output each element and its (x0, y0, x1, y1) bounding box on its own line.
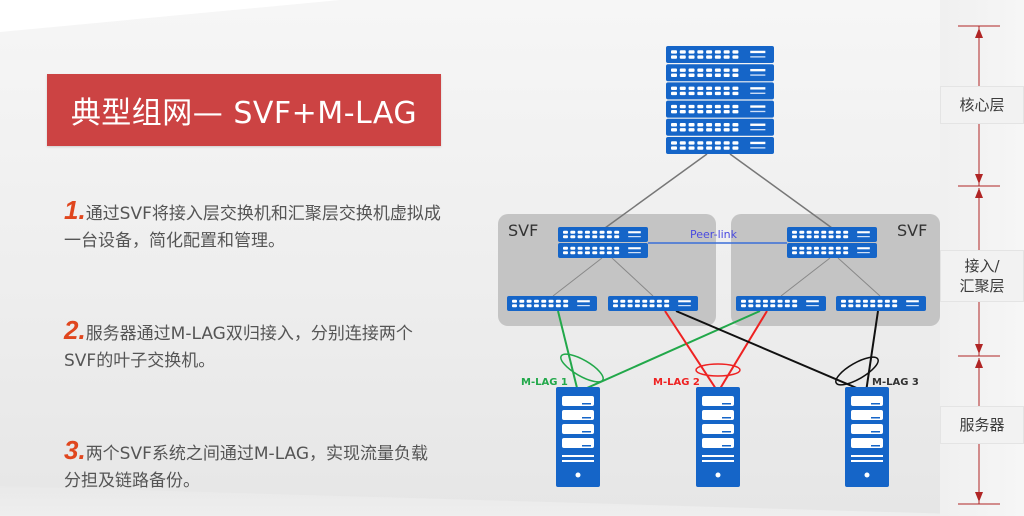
point-2: 2.服务器通过M-LAG双归接入，分别连接两个SVF的叶子交换机。 (64, 317, 444, 375)
point-number: 3. (64, 435, 86, 465)
core-link-left (604, 153, 708, 229)
point-number: 1. (64, 195, 86, 225)
page-title: 典型组网— SVF+M-LAG (70, 96, 418, 131)
layer-server-text: 服务器 (959, 416, 1005, 434)
svf-left-label: SVF (508, 221, 538, 240)
core-switch-unit (666, 46, 774, 63)
mlag3-ring (835, 356, 879, 386)
server-3 (845, 387, 889, 487)
mlag3-label: M-LAG 3 (872, 377, 919, 388)
title-banner: 典型组网— SVF+M-LAG (47, 74, 441, 146)
point-text: 通过SVF将接入层交换机和汇聚层交换机虚拟成一台设备，简化配置和管理。 (64, 204, 441, 251)
mlag2-ring (695, 363, 741, 377)
layer-access-text-1: 接入/ (964, 257, 1000, 275)
core-switch-unit (666, 137, 774, 154)
mlag1-link-a (557, 310, 579, 393)
point-3: 3.两个SVF系统之间通过M-LAG，实现流量负载分担及链路备份。 (64, 437, 444, 495)
spine-switch-right-bottom (787, 243, 877, 258)
point-1: 1.通过SVF将接入层交换机和汇聚层交换机虚拟成一台设备，简化配置和管理。 (64, 197, 444, 255)
spine-switch-left-bottom (558, 243, 648, 258)
spine-switch-right-top (787, 227, 877, 242)
mlag1-ring (560, 353, 604, 383)
layer-arrows (958, 25, 1000, 505)
peer-link-label: Peer-link (690, 228, 738, 241)
core-link-right (729, 153, 833, 229)
leaf-switch-3 (736, 296, 826, 311)
layer-label-access: 接入/ 汇聚层 (940, 250, 1024, 302)
core-switch-unit (666, 100, 774, 118)
layer-core-text: 核心层 (959, 96, 1005, 114)
server-2 (696, 387, 740, 487)
mlag3-link-b (865, 310, 879, 393)
layer-access-text-2: 汇聚层 (959, 277, 1005, 295)
leaf-switch-4 (836, 296, 926, 311)
spine-switch-left-top (558, 227, 648, 242)
mlag3-link-a (675, 310, 867, 393)
svf-right-leaf-link-2 (837, 257, 881, 297)
point-text: 两个SVF系统之间通过M-LAG，实现流量负载分担及链路备份。 (64, 444, 429, 491)
mlag1-link-b (577, 310, 761, 393)
core-switch-unit (666, 118, 774, 136)
leaf-switch-2 (608, 296, 698, 311)
svf-left-leaf-link-1 (552, 257, 603, 297)
mlag2-label: M-LAG 2 (653, 377, 700, 388)
server-1 (556, 387, 600, 487)
leaf-switch-1 (507, 296, 597, 311)
svf-left-leaf-link-2 (611, 257, 654, 297)
point-text: 服务器通过M-LAG双归接入，分别连接两个SVF的叶子交换机。 (64, 324, 413, 371)
mlag2-link-b (717, 310, 768, 393)
svf-right-leaf-link-1 (780, 257, 831, 297)
layer-label-server: 服务器 (940, 406, 1024, 444)
point-number: 2. (64, 315, 86, 345)
core-switch-unit (666, 64, 774, 82)
layer-label-core: 核心层 (940, 86, 1024, 124)
core-switch-unit (666, 82, 774, 100)
svf-right-label: SVF (897, 221, 927, 240)
mlag1-label: M-LAG 1 (521, 377, 568, 388)
mlag2-link-a (664, 310, 719, 393)
